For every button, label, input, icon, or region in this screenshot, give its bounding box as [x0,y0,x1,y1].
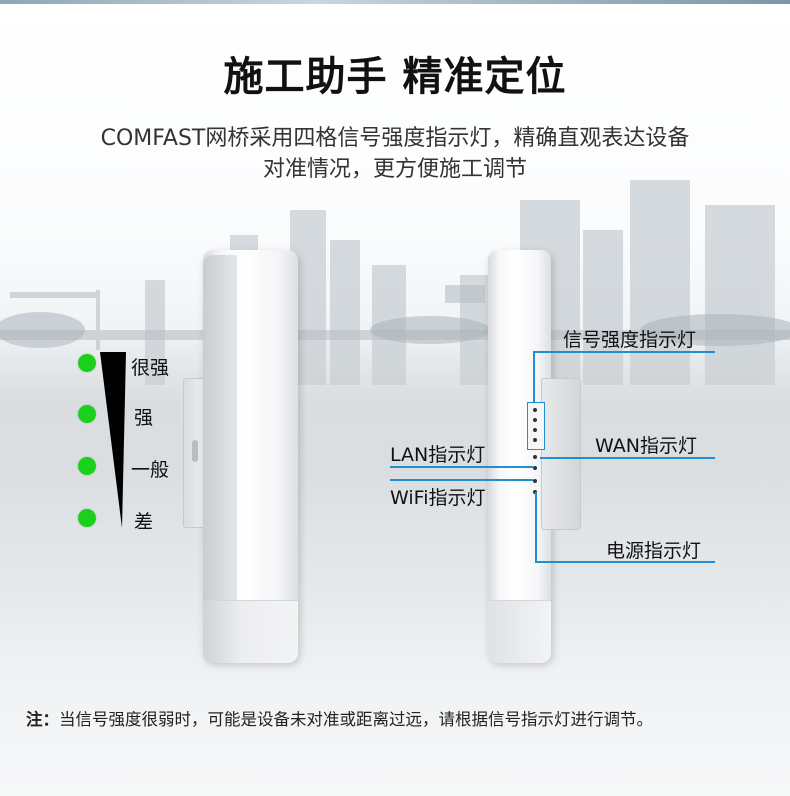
signal-led-weak-icon [78,509,96,527]
top-decor-strip [0,0,790,4]
callout-wifi: WiFi指示灯 [390,487,486,509]
footnote-text: 当信号强度很弱时，可能是设备未对准或距离过远，请根据信号指示灯进行调节。 [59,710,653,729]
signal-strength-wedge [100,352,126,528]
footnote-prefix: 注： [26,710,59,729]
signal-level-label-medium: 一般 [131,459,170,481]
signal-led-very-strong-icon [78,354,96,372]
callout-line-signal-h [533,351,715,353]
led-dot-icon [533,408,537,412]
callout-line-power-h [535,561,715,563]
led-dot-icon [533,428,537,432]
callout-lan: LAN指示灯 [390,444,486,466]
callout-line-wan [540,457,715,459]
callout-line-wifi [390,479,533,481]
led-dot-icon [533,479,537,483]
bridge-device-side [488,250,551,662]
footnote: 注：当信号强度很弱时，可能是设备未对准或距离过远，请根据信号指示灯进行调节。 [26,706,653,730]
callout-line-power-v [535,492,537,562]
mount-bracket-hole [192,440,198,462]
callout-wan: WAN指示灯 [595,435,697,457]
led-dot-icon [533,438,537,442]
signal-led-medium-icon [78,457,96,475]
bridge-device-front-bottom-cap [203,600,298,663]
led-dot-icon [533,455,537,459]
signal-led-strong-icon [78,405,96,423]
road-background [0,330,790,690]
bridge-device-front-side [203,255,237,657]
signal-level-label-strong: 强 [134,407,154,429]
signal-led-panel [527,402,545,450]
signal-level-label-very-strong: 很强 [131,357,170,379]
bridge-device-side-bottom-cap [488,600,551,663]
led-dot-icon [533,418,537,422]
page-title: 施工助手 精准定位 [223,54,567,100]
subtitle-line-2: 对准情况，更方便施工调节 [262,157,527,182]
callout-power: 电源指示灯 [606,540,702,562]
callout-signal-strength: 信号强度指示灯 [563,329,697,351]
mount-bracket-right [541,378,581,530]
subtitle-line-1: COMFAST网桥采用四格信号强度指示灯，精确直观表达设备 [100,126,690,151]
callout-line-signal-v [533,351,535,403]
callout-line-lan [390,466,533,468]
led-dot-icon [533,466,537,470]
signal-level-label-weak: 差 [134,511,154,533]
